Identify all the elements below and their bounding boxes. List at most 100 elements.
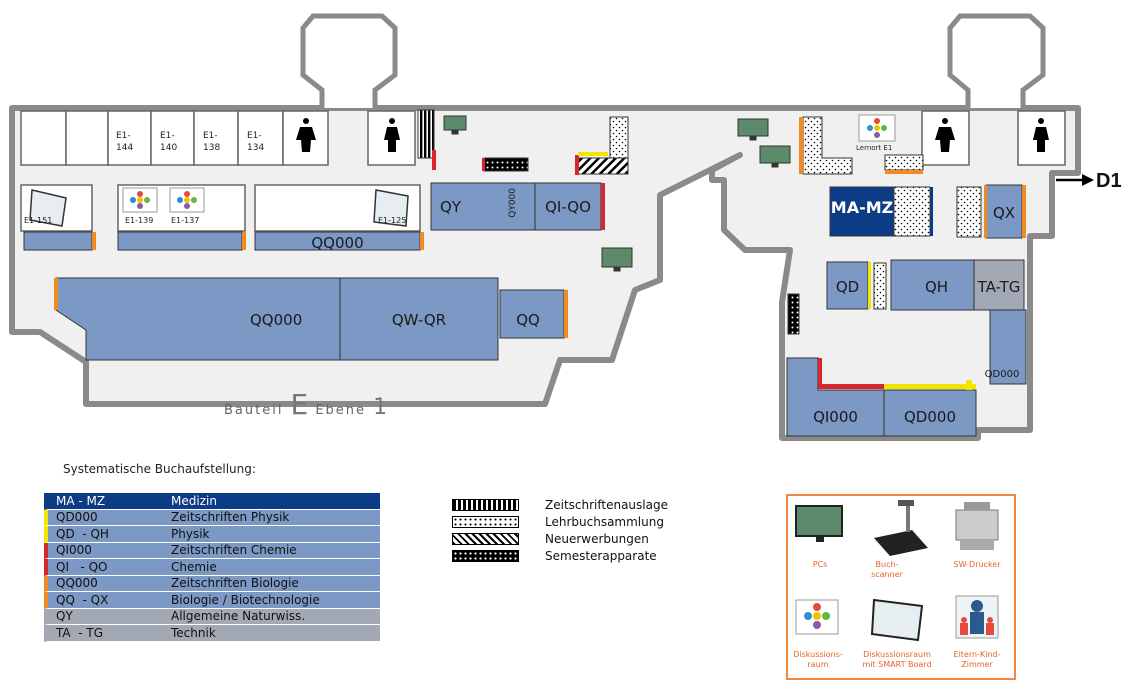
room-label: E1- 134 bbox=[247, 131, 265, 153]
level-number: 1 bbox=[373, 395, 388, 420]
journal-swatch bbox=[452, 498, 519, 511]
legend-code: QQ000 bbox=[56, 576, 98, 591]
room-row bbox=[20, 110, 1066, 166]
legend-row: QI - QO Chemie bbox=[44, 559, 380, 576]
symbol-label: Neuerwerbungen bbox=[545, 531, 649, 546]
exit-label: D1 bbox=[1096, 170, 1122, 192]
room-label: E1-137 bbox=[171, 216, 200, 225]
room-label: E1- 138 bbox=[203, 131, 221, 153]
legend-row: QQ - QX Biologie / Biotechnologie bbox=[44, 592, 380, 609]
legend-code: QI - QO bbox=[56, 559, 108, 574]
legend-row: TA - TG Technik bbox=[44, 625, 380, 642]
symbol-row: Neuerwerbungen bbox=[452, 530, 668, 547]
shelf-qh bbox=[890, 259, 975, 311]
shelf-label: MA-MZ bbox=[830, 198, 894, 217]
legend-desc: Biologie / Biotechnologie bbox=[171, 592, 320, 607]
shelf-label: QD000 bbox=[984, 369, 1020, 380]
legend-code: QD000 bbox=[56, 510, 98, 525]
building-prefix: Bauteil bbox=[224, 403, 284, 418]
room-label: E1-125 bbox=[378, 216, 407, 225]
shelf-qq bbox=[499, 289, 565, 339]
shelf-qd bbox=[826, 261, 869, 310]
level-word: Ebene bbox=[315, 403, 367, 418]
shelf-strip bbox=[117, 231, 243, 251]
room-label: E1-139 bbox=[125, 216, 154, 225]
shelf-strip bbox=[23, 231, 93, 251]
shelf-qw-qr bbox=[339, 277, 499, 361]
shelf-label: QQ000 bbox=[311, 234, 364, 252]
lernort-label: Lernort E1 bbox=[856, 144, 893, 152]
symbol-row: Semesterapparate bbox=[452, 547, 668, 564]
discussion-room-icon bbox=[122, 114, 896, 213]
legend-code: QY bbox=[56, 609, 73, 624]
legend-title: Systematische Buchaufstellung: bbox=[63, 462, 256, 476]
shelf-ta-tg bbox=[973, 259, 1025, 311]
symbol-row: Zeitschriftenauslage bbox=[452, 496, 668, 513]
legend-desc: Physik bbox=[171, 526, 210, 541]
legend-row: QI000 Zeitschriften Chemie bbox=[44, 542, 380, 559]
shelf-label: QI-QO bbox=[545, 198, 591, 216]
shelf-label: QY bbox=[440, 198, 461, 216]
building-label: Bauteil E Ebene 1 bbox=[224, 388, 387, 421]
shelf-label: QQ000 bbox=[250, 311, 303, 329]
legend-desc: Allgemeine Naturwiss. bbox=[171, 609, 306, 624]
semester-swatch bbox=[452, 549, 519, 562]
restroom-icon bbox=[296, 118, 1049, 152]
journal-rack bbox=[417, 109, 435, 159]
shelf-qi-qo bbox=[534, 182, 602, 231]
legend-row: MA - MZ Medizin bbox=[44, 493, 380, 510]
service-printer: SW-Drucker bbox=[953, 560, 1001, 569]
legend-desc: Chemie bbox=[171, 559, 217, 574]
symbol-label: Semesterapparate bbox=[545, 548, 657, 563]
shelf-label: QI000 bbox=[813, 408, 858, 426]
textbook-swatch bbox=[452, 515, 519, 528]
legend-desc: Zeitschriften Physik bbox=[171, 510, 290, 525]
shelf-label: QQ bbox=[516, 311, 540, 329]
legend-code: QD - QH bbox=[56, 526, 109, 541]
service-discussion: Diskussions- raum bbox=[793, 650, 843, 669]
symbol-label: Lehrbuchsammlung bbox=[545, 514, 664, 529]
building-letter: E bbox=[290, 388, 309, 421]
legend-code: TA - TG bbox=[56, 625, 104, 640]
shelf-ma-mz bbox=[829, 186, 895, 237]
shelf-qd000 bbox=[883, 389, 977, 437]
shelf-label: TA-TG bbox=[977, 278, 1021, 296]
legend-code: QQ - QX bbox=[56, 592, 109, 607]
service-smartboard: Diskussionsraum mit SMART Board bbox=[862, 650, 932, 669]
legend-desc: Technik bbox=[171, 625, 216, 640]
shelf-qx bbox=[985, 184, 1023, 239]
shelf-label: QW-QR bbox=[391, 311, 447, 329]
legend-desc: Zeitschriften Biologie bbox=[171, 576, 299, 591]
pc-icon bbox=[443, 115, 791, 272]
stairwell-left bbox=[300, 13, 398, 108]
stairwell-right bbox=[947, 13, 1046, 108]
shelf-qd000-small bbox=[989, 309, 1027, 385]
shelf-label: QD bbox=[835, 278, 860, 296]
symbol-legend: Zeitschriftenauslage Lehrbuchsammlung Ne… bbox=[452, 496, 668, 564]
legend-code: QI000 bbox=[56, 543, 92, 558]
semester-shelf bbox=[483, 157, 529, 172]
legend-code: MA - MZ bbox=[56, 493, 106, 508]
room-label: E1-151 bbox=[24, 216, 53, 225]
room-label: E1- 140 bbox=[160, 131, 178, 153]
legend-row: QY Allgemeine Naturwiss. bbox=[44, 608, 380, 625]
service-scanner: Buch- scanner bbox=[871, 560, 903, 579]
services-legend: PCs Buch- scanner SW-Drucker Diskussions… bbox=[786, 494, 1016, 680]
service-pcs: PCs bbox=[812, 560, 828, 569]
symbol-label: Zeitschriftenauslage bbox=[545, 497, 668, 512]
room-label: E1- 144 bbox=[116, 131, 134, 153]
legend-row: QQ000 Zeitschriften Biologie bbox=[44, 575, 380, 592]
legend-desc: Medizin bbox=[171, 493, 217, 508]
smart-board-icon bbox=[29, 189, 409, 227]
shelf-label: QX bbox=[992, 204, 1016, 222]
symbol-row: Lehrbuchsammlung bbox=[452, 513, 668, 530]
shelf-label: QH bbox=[924, 278, 949, 296]
legend-row: QD - QH Physik bbox=[44, 526, 380, 543]
legend-desc: Zeitschriften Chemie bbox=[171, 543, 297, 558]
service-family-room: Eltern-Kind- Zimmer bbox=[953, 650, 1001, 669]
exit-arrow bbox=[1056, 174, 1094, 186]
legend-row: QD000 Zeitschriften Physik bbox=[44, 509, 380, 526]
shelf-label: QD000 bbox=[904, 408, 956, 426]
